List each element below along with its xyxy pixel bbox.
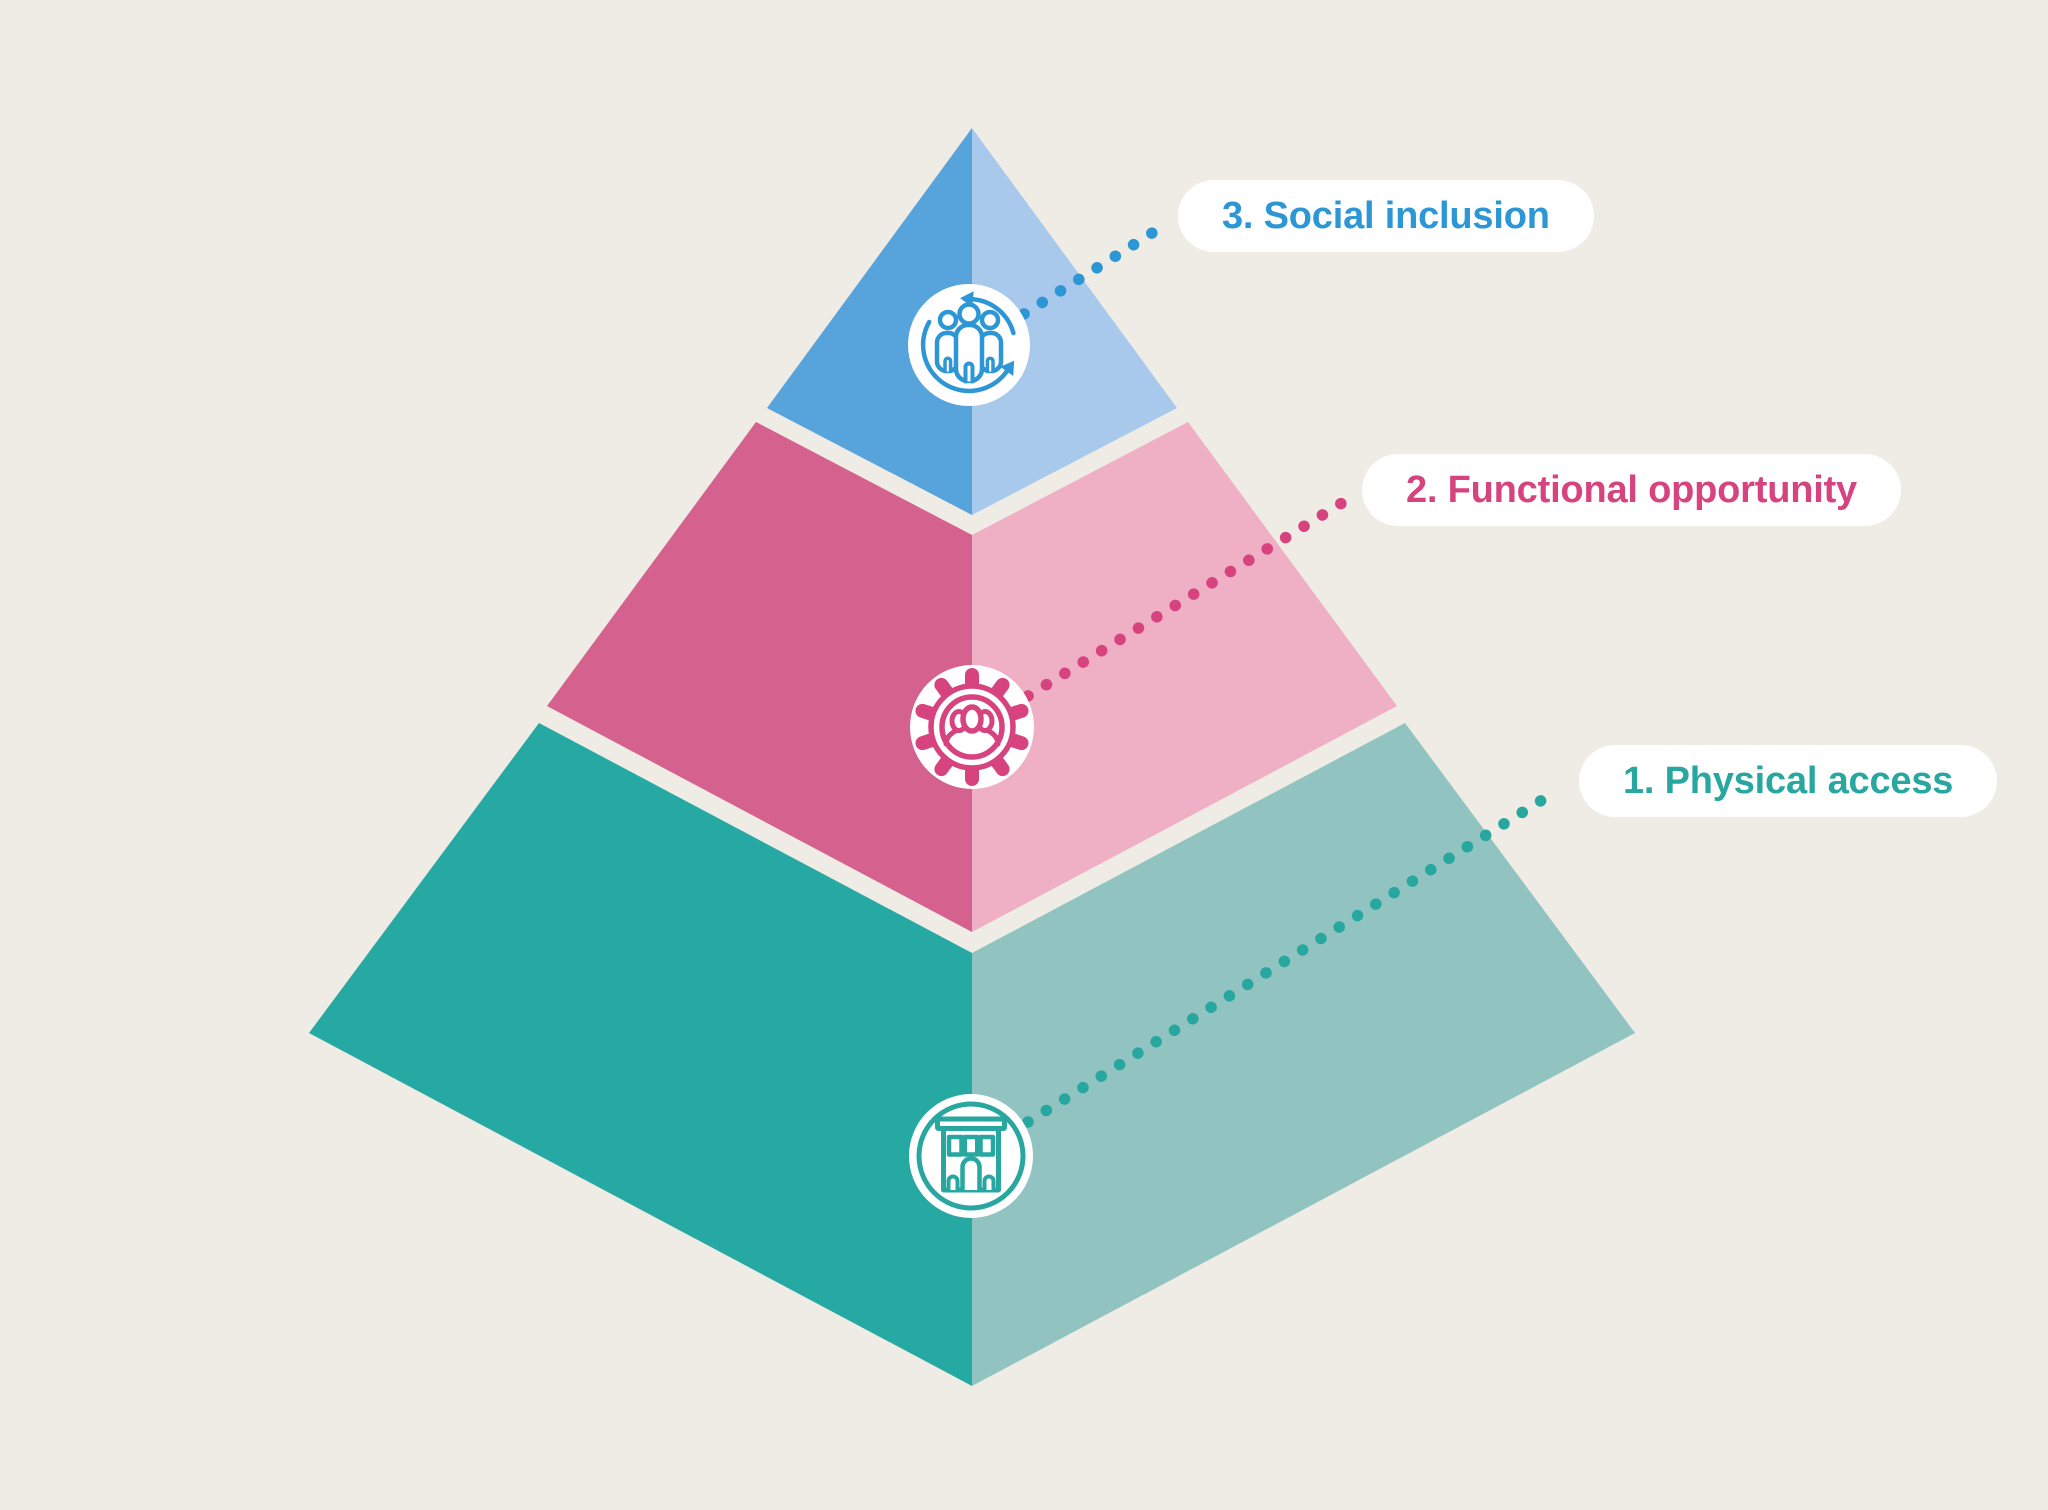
pyramid-level-functional-opportunity (547, 422, 1397, 932)
person-right-legs (985, 356, 995, 374)
level-2-left-face (547, 422, 972, 932)
label-functional-opportunity: 2. Functional opportunity (1406, 468, 1857, 511)
leader-line-physical-access (1022, 784, 1564, 1128)
person-left-head (937, 309, 959, 331)
leader-line-functional-opportunity (1022, 492, 1356, 702)
person-left-legs (943, 356, 953, 374)
label-physical-access: 1. Physical access (1623, 759, 1954, 802)
building-windows (946, 1134, 996, 1157)
people-sync-icon (920, 291, 1016, 394)
building-door (960, 1156, 982, 1193)
level-2-right-face (972, 422, 1397, 932)
label-pill-social-inclusion: 3. Social inclusion (1178, 180, 1594, 252)
person-right-head (979, 309, 1001, 331)
people-head-center (960, 704, 984, 734)
leader-line-social-inclusion (1018, 222, 1166, 320)
pyramid-level-social-inclusion (767, 128, 1177, 515)
label-pill-functional-opportunity: 2. Functional opportunity (1362, 454, 1901, 526)
building-arch-left (946, 1174, 960, 1192)
building-ring (916, 1101, 1026, 1211)
level-3-right-face (972, 128, 1177, 515)
sync-arc-left (920, 319, 1009, 394)
level-1-right-face (972, 723, 1635, 1386)
building-arch-right (982, 1174, 996, 1192)
person-center-head (957, 302, 981, 326)
sync-arc-right (970, 296, 1016, 336)
level-1-left-face (309, 723, 972, 1386)
label-social-inclusion: 3. Social inclusion (1222, 194, 1550, 237)
person-center-legs (963, 361, 975, 384)
sync-arrowhead-bottom (1000, 360, 1015, 376)
pyramid-level-physical-access (309, 723, 1635, 1386)
level-3-left-face (767, 128, 972, 515)
building-icon (916, 1101, 1026, 1211)
gear-people-icon (915, 668, 1029, 786)
label-pill-physical-access: 1. Physical access (1579, 745, 1998, 817)
